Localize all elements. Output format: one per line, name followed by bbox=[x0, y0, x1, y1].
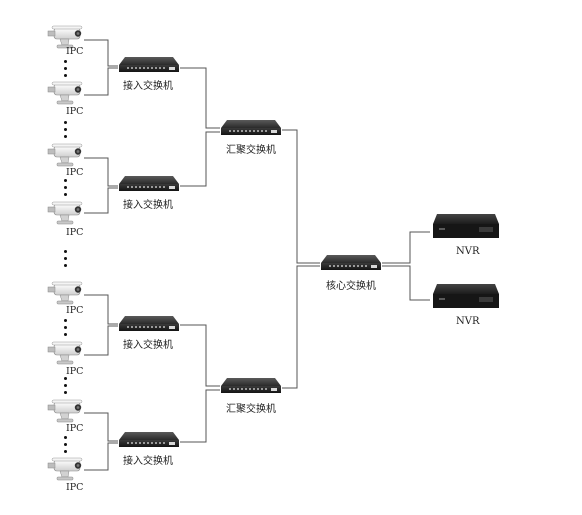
ellipsis-dots bbox=[64, 250, 68, 271]
access-switch-icon bbox=[119, 316, 179, 331]
ipc-label: IPC bbox=[66, 46, 84, 57]
link-ipc-6-access-3 bbox=[84, 325, 118, 356]
ipc-camera-icon bbox=[47, 341, 83, 365]
ellipsis-dots bbox=[64, 436, 68, 457]
ellipsis-dots bbox=[64, 60, 68, 81]
nvr-group bbox=[433, 214, 499, 308]
link-agg-1-core bbox=[282, 129, 320, 264]
link-access-1-agg-1 bbox=[180, 67, 220, 129]
link-ipc-5-access-3 bbox=[84, 294, 118, 325]
nvr-icon bbox=[433, 284, 499, 308]
link-access-4-agg-2 bbox=[180, 389, 220, 443]
ellipsis-dots bbox=[64, 121, 68, 142]
aggregation-switch-label: 汇聚交换机 bbox=[226, 404, 276, 415]
link-ipc-7-access-4 bbox=[84, 412, 118, 442]
aggregation-switch-label: 汇聚交换机 bbox=[226, 145, 276, 156]
access-switch-icon bbox=[119, 432, 179, 447]
core-switch-icon bbox=[321, 255, 381, 270]
link-ipc-8-access-4 bbox=[84, 442, 118, 471]
ipc-label: IPC bbox=[66, 167, 84, 178]
link-ipc-4-access-2 bbox=[84, 187, 118, 214]
core-switch-label: 核心交换机 bbox=[326, 281, 376, 292]
aggregation-switch-icon bbox=[221, 120, 281, 135]
ipc-camera-icon bbox=[47, 81, 83, 105]
ipc-label: IPC bbox=[66, 227, 84, 238]
ellipsis-dots bbox=[64, 319, 68, 340]
connection-lines bbox=[84, 39, 430, 471]
ipc-label: IPC bbox=[66, 423, 84, 434]
ipc-camera-icon bbox=[47, 25, 83, 49]
link-ipc-1-access-1 bbox=[84, 39, 118, 67]
ellipsis-dots bbox=[64, 377, 68, 398]
aggregation-switch-group bbox=[221, 120, 281, 393]
ipc-label: IPC bbox=[66, 305, 84, 316]
link-core-nvr-2 bbox=[382, 265, 430, 301]
link-access-3-agg-2 bbox=[180, 324, 220, 387]
ipc-label: IPC bbox=[66, 106, 84, 117]
access-switch-label: 接入交换机 bbox=[123, 81, 173, 92]
nvr-icon bbox=[433, 214, 499, 238]
ipc-label: IPC bbox=[66, 366, 84, 377]
ipc-label: IPC bbox=[66, 482, 84, 493]
link-ipc-2-access-1 bbox=[84, 67, 118, 96]
ipc-camera-icon bbox=[47, 201, 83, 225]
ipc-camera-icon bbox=[47, 399, 83, 423]
link-ipc-3-access-2 bbox=[84, 157, 118, 187]
ipc-camera-icon bbox=[47, 281, 83, 305]
access-switch-icon bbox=[119, 57, 179, 72]
link-core-nvr-1 bbox=[382, 231, 430, 264]
link-agg-2-core bbox=[282, 265, 320, 389]
access-switch-group bbox=[119, 57, 179, 447]
access-switch-label: 接入交换机 bbox=[123, 200, 173, 211]
ipc-camera-icon bbox=[47, 457, 83, 481]
access-switch-label: 接入交换机 bbox=[123, 456, 173, 467]
ellipsis-dots bbox=[64, 179, 68, 200]
access-switch-icon bbox=[119, 176, 179, 191]
link-access-2-agg-1 bbox=[180, 131, 220, 187]
aggregation-switch-icon bbox=[221, 378, 281, 393]
ipc-camera-icon bbox=[47, 143, 83, 167]
nvr-label: NVR bbox=[456, 246, 480, 257]
access-switch-label: 接入交换机 bbox=[123, 340, 173, 351]
nvr-label: NVR bbox=[456, 316, 480, 327]
